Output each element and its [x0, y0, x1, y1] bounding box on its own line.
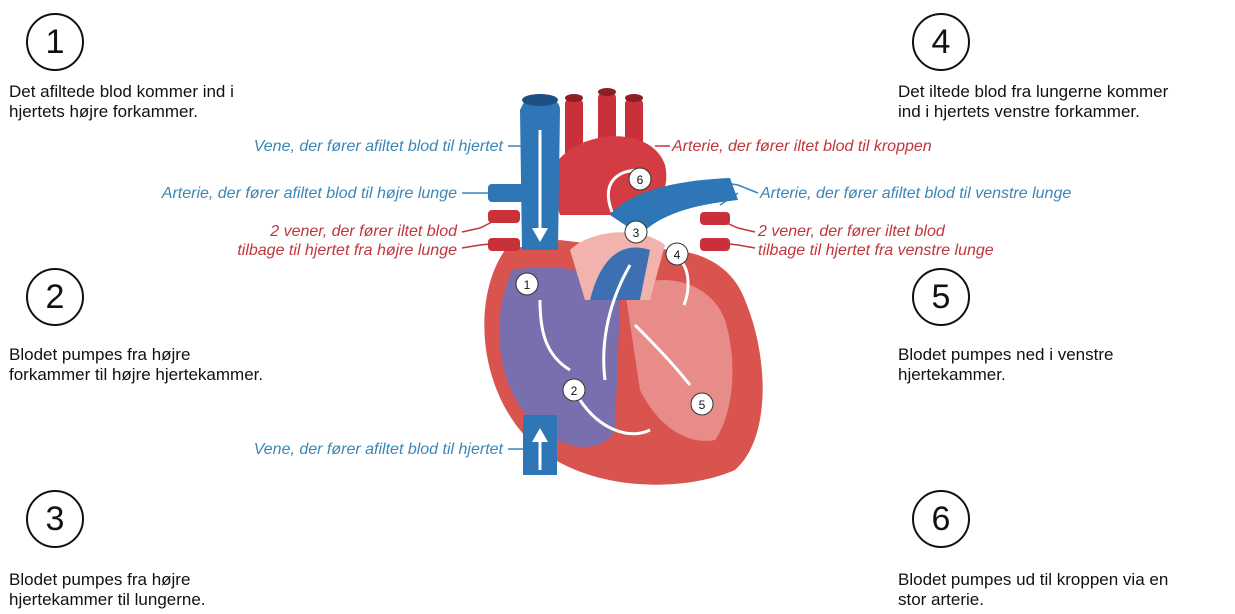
heart-marker-2-label: 2: [571, 384, 578, 398]
step-4-number: 4: [932, 23, 951, 62]
heart-marker-6-label: 6: [637, 173, 644, 187]
step-6-circle: 6: [912, 490, 970, 548]
label-veins-left-lung-line2: tilbage til hjertet fra venstre lunge: [758, 241, 994, 260]
step-1-text-line2: hjertets højre forkammer.: [9, 102, 234, 122]
step-6-number: 6: [932, 500, 951, 539]
label-veins-right-lung-line2: tilbage til hjertet fra højre lunge: [237, 241, 457, 260]
heart-marker-6: 6: [629, 168, 651, 190]
heart-marker-4-label: 4: [674, 248, 681, 262]
label-veins-right-lung-line1: 2 vener, der fører iltet blod: [237, 222, 457, 241]
vena-cava-inferior: [523, 415, 557, 475]
step-5-number: 5: [932, 278, 951, 317]
heart-marker-5: 5: [691, 393, 713, 415]
label-veins-left-lung: 2 vener, der fører iltet blod tilbage ti…: [758, 222, 994, 260]
step-1-circle: 1: [26, 13, 84, 71]
step-1-text-line1: Det afiltede blod kommer ind i: [9, 82, 234, 102]
step-5-circle: 5: [912, 268, 970, 326]
label-artery-body: Arterie, der fører iltet blod til kroppe…: [672, 137, 932, 156]
step-3-text: Blodet pumpes fra højre hjertekammer til…: [9, 570, 206, 610]
heart-marker-5-label: 5: [699, 398, 706, 412]
step-3-text-line1: Blodet pumpes fra højre: [9, 570, 206, 590]
step-2-number: 2: [46, 278, 65, 317]
step-4-text: Det iltede blod fra lungerne kommer ind …: [898, 82, 1168, 122]
step-6-text: Blodet pumpes ud til kroppen via en stor…: [898, 570, 1168, 610]
step-3-text-line2: hjertekammer til lungerne.: [9, 590, 206, 610]
heart-marker-3: 3: [625, 221, 647, 243]
step-3-number: 3: [46, 500, 65, 539]
step-6-text-line2: stor arterie.: [898, 590, 1168, 610]
label-vein-top: Vene, der fører afiltet blod til hjertet: [254, 137, 503, 156]
label-veins-left-lung-line1: 2 vener, der fører iltet blod: [758, 222, 994, 241]
step-4-circle: 4: [912, 13, 970, 71]
label-vein-bottom: Vene, der fører afiltet blod til hjertet: [254, 440, 503, 459]
step-4-text-line1: Det iltede blod fra lungerne kommer: [898, 82, 1168, 102]
step-1-text: Det afiltede blod kommer ind i hjertets …: [9, 82, 234, 122]
heart-marker-4: 4: [666, 243, 688, 265]
step-5-text-line2: hjertekammer.: [898, 365, 1113, 385]
step-5-text-line1: Blodet pumpes ned i venstre: [898, 345, 1113, 365]
heart-marker-1-label: 1: [524, 278, 531, 292]
heart-marker-1: 1: [516, 273, 538, 295]
label-artery-left-lung: Arterie, der fører afiltet blod til vens…: [760, 184, 1071, 203]
vena-cava-superior: [520, 94, 560, 250]
label-veins-right-lung: 2 vener, der fører iltet blod tilbage ti…: [237, 222, 457, 260]
heart-marker-3-label: 3: [633, 226, 640, 240]
step-2-text-line1: Blodet pumpes fra højre: [9, 345, 263, 365]
heart-marker-2: 2: [563, 379, 585, 401]
step-6-text-line1: Blodet pumpes ud til kroppen via en: [898, 570, 1168, 590]
step-1-number: 1: [46, 23, 65, 62]
label-artery-right-lung: Arterie, der fører afiltet blod til højr…: [162, 184, 457, 203]
step-4-text-line2: ind i hjertets venstre forkammer.: [898, 102, 1168, 122]
step-2-circle: 2: [26, 268, 84, 326]
step-3-circle: 3: [26, 490, 84, 548]
step-5-text: Blodet pumpes ned i venstre hjertekammer…: [898, 345, 1113, 385]
step-2-text-line2: forkammer til højre hjertekammer.: [9, 365, 263, 385]
step-2-text: Blodet pumpes fra højre forkammer til hø…: [9, 345, 263, 385]
